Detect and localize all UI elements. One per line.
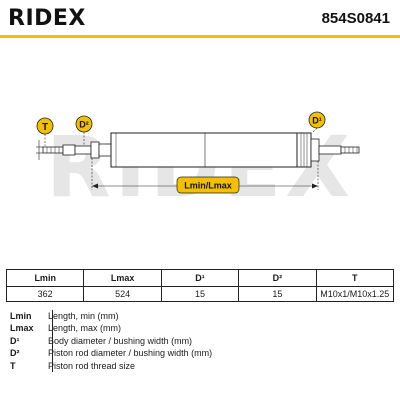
left-thread-stud bbox=[42, 141, 112, 159]
callout-t: T bbox=[36, 117, 54, 135]
legend-abbr: Lmin bbox=[10, 311, 32, 321]
legend: Lmin Length, min (mm) Lmax Length, max (… bbox=[10, 310, 212, 372]
legend-row: T Piston rod thread size bbox=[10, 360, 212, 372]
specs-header-cell: D² bbox=[238, 269, 317, 287]
length-arrow-left bbox=[92, 183, 98, 189]
legend-row: D² Piston rod diameter / bushing width (… bbox=[10, 347, 212, 359]
legend-text: Piston rod diameter / bushing width (mm) bbox=[48, 348, 213, 359]
right-collar bbox=[296, 132, 320, 168]
header-accent-rule bbox=[0, 35, 400, 38]
legend-text: Length, max (mm) bbox=[48, 323, 122, 334]
part-number: 854S0841 bbox=[321, 10, 390, 27]
specs-value-cell: 15 bbox=[160, 286, 240, 302]
legend-row: D¹ Body diameter / bushing width (mm) bbox=[10, 335, 212, 347]
specs-value-cell: 524 bbox=[83, 286, 162, 302]
callout-d1-label: D¹ bbox=[312, 116, 322, 126]
legend-text: Body diameter / bushing width (mm) bbox=[48, 335, 193, 346]
legend-row: Lmin Length, min (mm) bbox=[10, 310, 212, 322]
specs-table: Lmin Lmax D¹ D² T 362 524 15 15 M10x1/M1… bbox=[5, 269, 395, 302]
length-arrow-right bbox=[312, 183, 318, 189]
specs-value-cell: 362 bbox=[5, 286, 85, 302]
legend-abbr: D¹ bbox=[10, 335, 20, 346]
specs-header-cell: Lmin bbox=[5, 269, 85, 287]
brand-logo: RIDEX bbox=[8, 6, 86, 31]
legend-abbr: Lmax bbox=[10, 323, 34, 334]
shock-absorber-diagram: RIDEX bbox=[36, 111, 360, 216]
legend-text: Length, min (mm) bbox=[48, 311, 119, 321]
legend-divider bbox=[52, 310, 53, 372]
damper-body bbox=[110, 132, 298, 168]
callout-d2: D² bbox=[75, 115, 93, 133]
right-piston-rod bbox=[318, 145, 360, 155]
legend-row: Lmax Length, max (mm) bbox=[10, 322, 212, 334]
specs-header-cell: T bbox=[315, 269, 395, 287]
specs-header-cell: Lmax bbox=[83, 269, 162, 287]
legend-abbr: D² bbox=[10, 348, 20, 359]
specs-header-row: Lmin Lmax D¹ D² T bbox=[5, 269, 395, 287]
specs-header-cell: D¹ bbox=[160, 269, 240, 287]
length-label-badge: Lmin/Lmax bbox=[176, 176, 240, 194]
callout-d1: D¹ bbox=[308, 111, 326, 129]
specs-value-cell: 15 bbox=[238, 286, 317, 302]
specs-value-cell: M10x1/M10x1.25 bbox=[315, 286, 395, 302]
callout-d2-label: D² bbox=[79, 120, 89, 130]
header: RIDEX 854S0841 bbox=[0, 0, 400, 38]
specs-value-row: 362 524 15 15 M10x1/M10x1.25 bbox=[5, 286, 395, 302]
legend-abbr: T bbox=[10, 360, 16, 371]
length-label-text: Lmin/Lmax bbox=[184, 181, 232, 191]
callout-t-label: T bbox=[42, 122, 48, 133]
legend-text: Piston rod thread size bbox=[48, 360, 136, 371]
